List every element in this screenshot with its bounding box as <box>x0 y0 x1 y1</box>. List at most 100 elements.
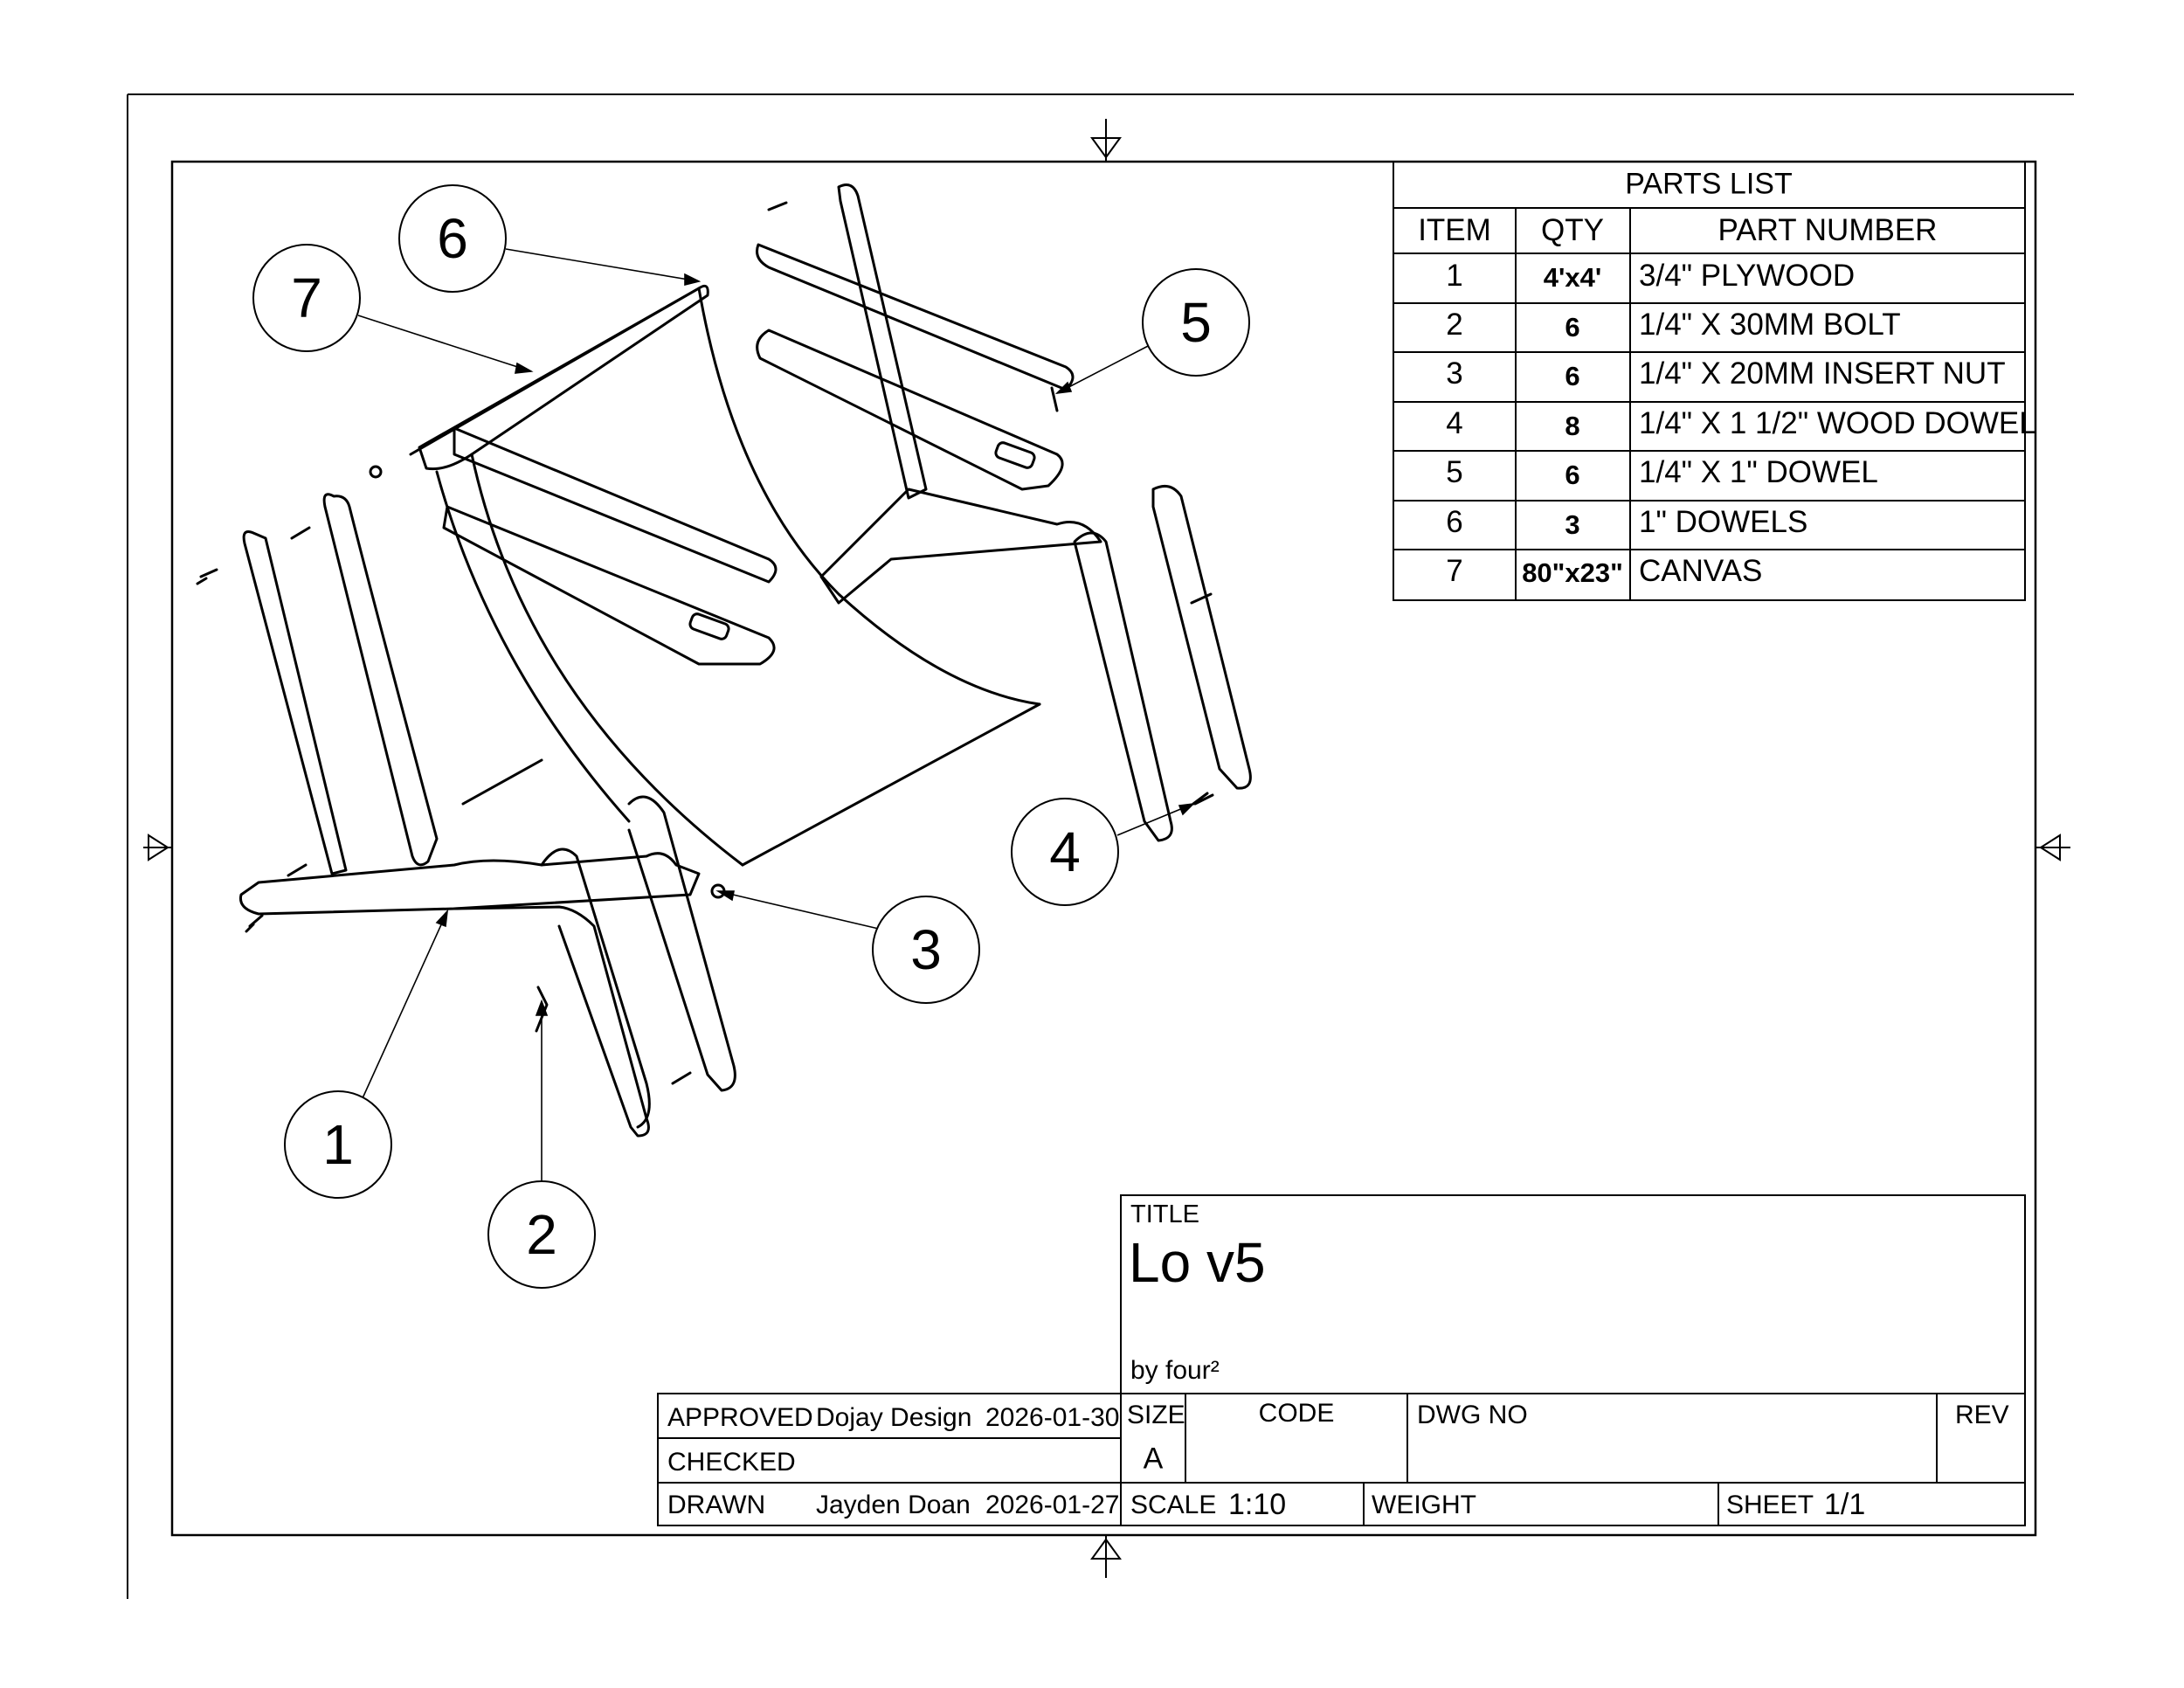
rear-front-leg-outer <box>1151 484 1252 790</box>
header-part-number: PART NUMBER <box>1717 213 1938 247</box>
checked-label: CHECKED <box>667 1448 796 1477</box>
dowel-pin-c <box>671 1071 692 1085</box>
front-back-leg-outer <box>322 493 439 867</box>
row-qty: 3 <box>1565 509 1580 540</box>
scale-label: SCALE <box>1130 1491 1217 1519</box>
row-item: 6 <box>1446 505 1463 539</box>
row-part: 3/4" PLYWOOD <box>1639 259 1856 293</box>
drawing-subtitle: by four² <box>1130 1356 1220 1385</box>
lower-dowel <box>461 758 543 806</box>
centering-marks <box>143 119 2070 1578</box>
dwg-no-label: DWG NO <box>1417 1401 1528 1429</box>
row-item: 1 <box>1446 259 1463 293</box>
row-qty: 80"x23" <box>1522 557 1623 588</box>
drawn-by: Jayden Doan <box>816 1491 971 1519</box>
dowel-pin-e <box>1193 793 1214 806</box>
row-qty: 4'x4' <box>1543 262 1602 293</box>
balloon-circles <box>252 184 1250 1289</box>
bolt-c <box>535 986 549 1033</box>
row-part: 1/4" X 20MM INSERT NUT <box>1639 356 2006 391</box>
approved-date: 2026-01-30 <box>985 1403 1120 1432</box>
row-item: 7 <box>1446 554 1463 588</box>
header-item: ITEM <box>1418 213 1491 247</box>
balloon-7: 7 <box>291 266 322 329</box>
balloon-circle-5 <box>1142 268 1250 377</box>
canvas-lower-dowel <box>741 702 1041 867</box>
dowel-pin-b <box>287 863 308 877</box>
back-slat-lower <box>756 329 1064 491</box>
row-item: 3 <box>1446 356 1463 391</box>
bolt-a <box>196 568 218 585</box>
row-qty: 8 <box>1565 411 1580 441</box>
row-part: 1/4" X 30MM BOLT <box>1639 308 1901 342</box>
balloon-circle-1 <box>284 1090 392 1199</box>
front-side-rail-lower <box>453 905 650 1138</box>
leader-lines <box>357 248 1196 1188</box>
drawn-label: DRAWN <box>667 1491 766 1519</box>
row-item: 5 <box>1446 455 1463 489</box>
approved-label: APPROVED <box>667 1403 813 1432</box>
drawing-title: Lo v5 <box>1129 1231 1266 1294</box>
header-qty: QTY <box>1541 213 1604 247</box>
size-label: SIZE <box>1127 1401 1185 1429</box>
balloon-4: 4 <box>1049 820 1081 883</box>
row-part: 1" DOWELS <box>1639 505 1808 539</box>
slat-handle-hole <box>994 441 1036 469</box>
title-label: TITLE <box>1130 1200 1199 1228</box>
front-side-rail <box>238 852 701 916</box>
row-qty: 6 <box>1565 312 1580 342</box>
rev-label: REV <box>1955 1401 2009 1429</box>
canvas-sling-front-edge <box>470 453 744 867</box>
balloon-2: 2 <box>526 1203 557 1266</box>
row-part: CANVAS <box>1639 554 1763 588</box>
row-item: 2 <box>1446 308 1463 342</box>
back-slat-upper <box>756 243 1075 391</box>
rear-front-leg-inner <box>1073 531 1173 842</box>
balloon-6: 6 <box>437 207 468 270</box>
row-qty: 6 <box>1565 460 1580 490</box>
balloon-1: 1 <box>322 1113 354 1176</box>
row-part: 1/4" X 1" DOWEL <box>1639 455 1878 489</box>
scale-value: 1:10 <box>1228 1488 1287 1521</box>
rear-back-curve <box>435 470 631 823</box>
sheet-label: SHEET <box>1726 1491 1814 1519</box>
row-part: 1/4" X 1 1/2" WOOD DOWEL <box>1639 406 2036 440</box>
size-value: A <box>1143 1442 1164 1476</box>
balloon-circle-2 <box>487 1180 596 1289</box>
seat-handle-hole <box>688 612 730 640</box>
rear-back-leg <box>837 183 928 500</box>
rear-side-rail <box>819 488 1102 605</box>
drawn-date: 2026-01-27 <box>985 1491 1120 1519</box>
balloon-circle-6 <box>398 184 507 293</box>
approved-by: Dojay Design <box>816 1403 972 1432</box>
code-label: CODE <box>1258 1399 1335 1428</box>
exploded-assembly <box>196 183 1252 1138</box>
insert-nut-top <box>369 465 383 479</box>
front-front-leg-a <box>540 847 651 1129</box>
title-block-grid <box>657 1194 2026 1526</box>
balloon-5: 5 <box>1180 291 1212 354</box>
row-qty: 6 <box>1565 361 1580 391</box>
dowel-pin-a <box>290 526 311 540</box>
canvas-sling-edge <box>697 287 1041 706</box>
dowel-pin-g <box>1050 386 1059 412</box>
balloon-circle-7 <box>252 244 361 352</box>
dowel-pin-f <box>1190 592 1213 605</box>
bolt-b <box>245 914 264 933</box>
parts-list-title: PARTS LIST <box>1625 167 1793 201</box>
front-front-leg-b <box>627 795 736 1092</box>
seat-slat-lower <box>442 505 776 666</box>
balloon-circle-4 <box>1011 798 1119 906</box>
sheet-value: 1/1 <box>1824 1488 1866 1521</box>
dowel-pin-h <box>767 201 788 211</box>
seat-slat-upper <box>453 426 778 584</box>
balloon-circle-3 <box>872 896 980 1004</box>
balloon-3: 3 <box>910 918 942 981</box>
top-dowel <box>409 287 701 456</box>
front-back-leg-inner <box>242 530 348 875</box>
weight-label: WEIGHT <box>1372 1491 1476 1519</box>
parts-list-grid <box>1393 161 2026 601</box>
rear-top-rail <box>418 284 709 471</box>
row-item: 4 <box>1446 406 1463 440</box>
